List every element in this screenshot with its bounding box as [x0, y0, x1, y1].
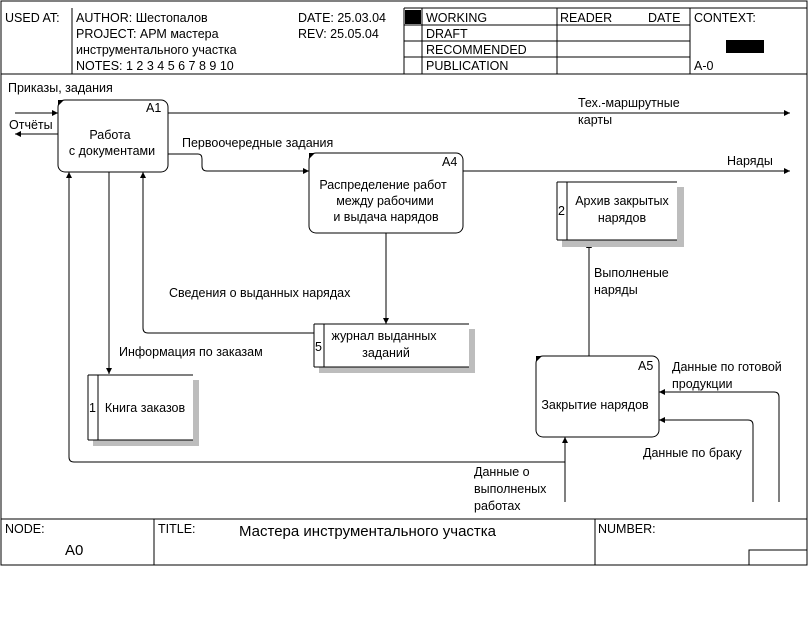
store-5-label-line2: заданий [362, 346, 410, 360]
store-2-label-line2: нарядов [598, 211, 647, 225]
store-1-number: 1 [89, 401, 96, 415]
diagram-frame [0, 0, 808, 566]
header-block: USED AT: AUTHOR: Шестопалов PROJECT: АРМ… [1, 7, 807, 75]
notes-field: NOTES: 1 2 3 4 5 6 7 8 9 10 [76, 59, 234, 73]
project-field-line2: инструментального участка [76, 43, 237, 57]
working-status-marker [405, 10, 421, 24]
priority-tasks-arrow [168, 153, 309, 174]
a4-label-line2: между рабочими [336, 194, 434, 208]
completed-work-label-line1: Данные о [474, 465, 530, 479]
tech-maps-label-line1: Тех.-маршрутные [578, 96, 680, 110]
footer-block: NODE: A0 TITLE: Мастера инструментальног… [1, 518, 808, 566]
finished-goods-arrow [659, 389, 780, 502]
store-5-label-line1: журнал выданных [331, 329, 437, 343]
activity-a1[interactable]: A1 Работа с документами [57, 99, 169, 173]
store-2-label-line1: Архив закрытых [575, 194, 669, 208]
completed-orders-label-line2: наряды [594, 283, 638, 297]
used-at-label: USED AT: [5, 11, 60, 25]
number-label: NUMBER: [598, 522, 656, 536]
reader-date-label: DATE [648, 11, 680, 25]
a1-label-line2: с документами [69, 144, 155, 158]
a4-label-line1: Распределение работ [319, 178, 447, 192]
status-recommended: RECOMMENDED [426, 43, 527, 57]
finished-goods-label-line1: Данные по готовой [672, 360, 782, 374]
project-field: PROJECT: АРМ мастера [76, 27, 219, 41]
issued-info-label: Сведения о выданных нарядах [169, 286, 351, 300]
priority-tasks-label: Первоочередные задания [182, 136, 333, 150]
rev-field: REV: 25.05.04 [298, 27, 379, 41]
issued-info-arrow [140, 172, 314, 334]
store-1-label: Книга заказов [105, 401, 186, 415]
title-label: TITLE: [158, 522, 196, 536]
arrow-labels: Приказы, задания Отчёты Тех.-маршрутные … [8, 81, 782, 513]
node-label: NODE: [5, 522, 45, 536]
activity-a4[interactable]: A4 Распределение работ между рабочими и … [308, 152, 464, 234]
work-orders-label: Наряды [727, 154, 773, 168]
finished-goods-label-line2: продукции [672, 377, 733, 391]
store-1-order-book[interactable]: 1 Книга заказов [87, 374, 199, 446]
status-draft: DRAFT [426, 27, 468, 41]
node-value: A0 [65, 542, 83, 559]
diagram-title: Мастера инструментального участка [239, 523, 497, 540]
a1-label-line1: Работа [89, 128, 130, 142]
a5-id: A5 [638, 359, 653, 373]
context-node-marker [726, 40, 764, 53]
store-5-journal[interactable]: 5 журнал выданных заданий [313, 323, 475, 373]
order-info-label: Информация по заказам [119, 345, 263, 359]
completed-work-label-line3: работах [474, 499, 521, 513]
completed-work-label-line2: выполненых [474, 482, 547, 496]
context-label: CONTEXT: [694, 11, 756, 25]
a4-id: A4 [442, 155, 457, 169]
orders-label: Приказы, задания [8, 81, 113, 95]
date-field: DATE: 25.03.04 [298, 11, 386, 25]
defects-arrow [659, 417, 754, 502]
context-node-label: A-0 [694, 59, 714, 73]
author-field: AUTHOR: Шестопалов [76, 11, 208, 25]
completed-orders-label-line1: Выполненые [594, 266, 669, 280]
store-2-number: 2 [558, 204, 565, 218]
store-5-number: 5 [315, 340, 322, 354]
store-2-archive[interactable]: 2 Архив закрытых нарядов [556, 181, 684, 247]
a1-id: A1 [146, 101, 161, 115]
reports-label: Отчёты [9, 118, 53, 132]
activity-a5[interactable]: A5 Закрытие нарядов [535, 355, 660, 438]
status-working: WORKING [426, 11, 487, 25]
a5-label-line1: Закрытие нарядов [541, 398, 649, 412]
reader-label: READER [560, 11, 612, 25]
a4-label-line3: и выдача нарядов [333, 210, 439, 224]
tech-maps-label-line2: карты [578, 113, 612, 127]
status-publication: PUBLICATION [426, 59, 508, 73]
defects-label: Данные по браку [643, 446, 742, 460]
completed-work-to-a1-arrow [66, 172, 565, 463]
